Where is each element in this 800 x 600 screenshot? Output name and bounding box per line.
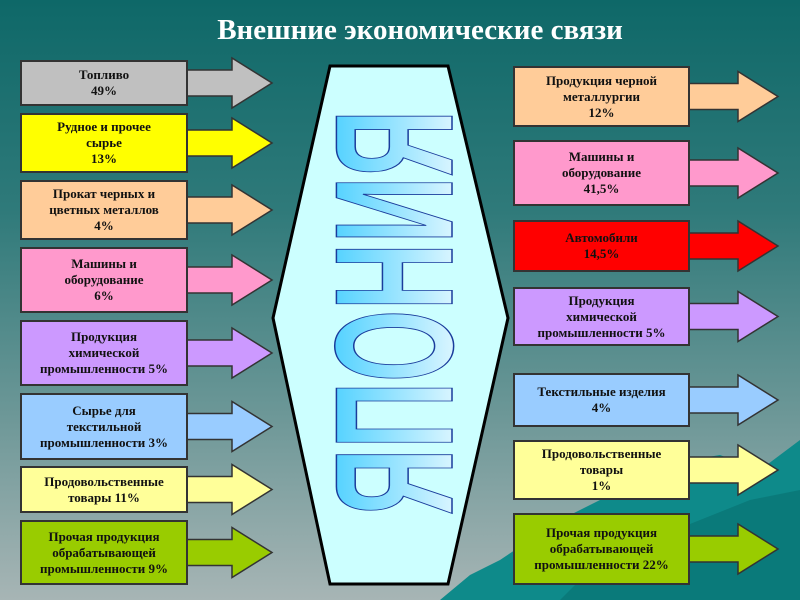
arrow-right-icon (183, 526, 274, 579)
arrow-right-icon (183, 116, 274, 170)
arrow-right-icon (685, 146, 780, 200)
category-box: Текстильные изделия 4% (513, 373, 690, 427)
arrow-right-icon (685, 219, 780, 273)
arrow-right-icon (183, 463, 274, 516)
category-box: Машины и оборудование 41,5% (513, 140, 690, 206)
category-box: Машины и оборудование 6% (20, 247, 188, 313)
arrow-right-icon (183, 253, 274, 307)
arrow-right-icon (685, 70, 780, 123)
category-box: Прочая продукция обрабатывающей промышле… (20, 520, 188, 585)
category-box: Топливо 49% (20, 60, 188, 106)
category-box: Продукция химической промышленности 5% (513, 287, 690, 346)
category-box: Продовольственные товары 11% (20, 466, 188, 513)
arrow-right-icon (685, 373, 780, 427)
country-label: ЯПОНИЯ (300, 110, 488, 515)
arrow-right-icon (183, 326, 274, 380)
arrow-right-icon (685, 522, 780, 576)
category-box: Продукция черной металлургии 12% (513, 66, 690, 127)
category-box: Продовольственные товары 1% (513, 440, 690, 500)
arrow-right-icon (685, 443, 780, 497)
arrow-right-icon (183, 56, 274, 110)
arrow-right-icon (685, 290, 780, 343)
category-box: Сырье для текстильной промышленности 3% (20, 393, 188, 460)
category-box: Автомобили 14,5% (513, 220, 690, 272)
category-box: Рудное и прочее сырье 13% (20, 113, 188, 173)
category-box: Продукция химической промышленности 5% (20, 320, 188, 386)
category-box: Прокат черных и цветных металлов 4% (20, 180, 188, 240)
arrow-right-icon (183, 400, 274, 453)
page-title: Внешние экономические связи (217, 14, 623, 46)
arrow-right-icon (183, 183, 274, 237)
category-box: Прочая продукция обрабатывающей промышле… (513, 513, 690, 585)
